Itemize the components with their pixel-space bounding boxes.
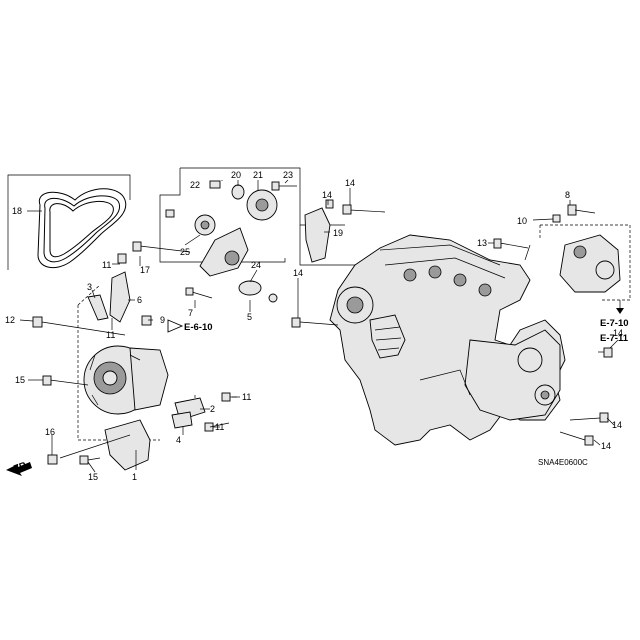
- reference-alternator-wiring[interactable]: E-6-10: [184, 322, 213, 333]
- callout-14a: 14: [322, 190, 332, 200]
- callout-8: 8: [565, 190, 570, 200]
- alternator-lower-bracket[interactable]: [104, 419, 151, 471]
- callout-1: 1: [132, 472, 137, 482]
- callout-25: 25: [180, 247, 190, 257]
- callout-9: 9: [160, 315, 165, 325]
- callout-16: 16: [45, 427, 55, 437]
- reference-starter-1[interactable]: E-7-10: [600, 318, 629, 329]
- callout-10: 10: [517, 216, 527, 226]
- front-direction-label: FR.: [12, 459, 30, 475]
- callout-14d: 14: [613, 328, 623, 338]
- callout-7: 7: [188, 308, 193, 318]
- callout-24: 24: [251, 260, 261, 270]
- callout-17: 17: [140, 265, 150, 275]
- callout-labels: 18 12 15 16 15 1 2 4 3 6 9 11 11 17 11 1…: [5, 170, 623, 482]
- tensioner-damper[interactable]: [238, 280, 262, 296]
- callout-14f: 14: [601, 441, 611, 451]
- callout-6: 6: [137, 295, 142, 305]
- diagram-code: SNA4E0600C: [538, 458, 588, 467]
- callout-22: 22: [190, 180, 200, 190]
- callout-3: 3: [87, 282, 92, 292]
- callout-15a: 15: [15, 375, 25, 385]
- callout-13: 13: [477, 238, 487, 248]
- callout-12: 12: [5, 315, 15, 325]
- callout-23: 23: [283, 170, 293, 180]
- alternator-group: [32, 241, 240, 471]
- callout-14e: 14: [612, 420, 622, 430]
- belt-frame: [7, 174, 131, 270]
- callout-5: 5: [247, 312, 252, 322]
- callout-14b: 14: [345, 178, 355, 188]
- drive-belt-group: [7, 174, 131, 270]
- front-direction-arrow: [6, 462, 32, 476]
- bolt-22[interactable]: [209, 180, 221, 189]
- tensioner-bracket[interactable]: [304, 207, 331, 263]
- leader-lines: [19, 179, 619, 473]
- callout-15b: 15: [88, 472, 98, 482]
- tensioner-group: [159, 167, 386, 303]
- engine-block: [291, 234, 609, 446]
- callout-14c: 14: [293, 268, 303, 278]
- alternator-bracket[interactable]: [109, 271, 131, 323]
- callout-18: 18: [12, 206, 22, 216]
- callout-20: 20: [231, 170, 241, 180]
- callout-11c: 11: [242, 392, 251, 402]
- starter-group: [539, 204, 631, 358]
- callout-11b: 11: [102, 260, 111, 270]
- drive-belt[interactable]: [37, 188, 127, 269]
- callout-11a: 11: [106, 330, 115, 340]
- callout-21: 21: [253, 170, 263, 180]
- reference-starter-2[interactable]: E-7-11: [600, 333, 629, 344]
- callout-11d: 11: [215, 422, 224, 432]
- callout-19: 19: [333, 228, 343, 238]
- washer[interactable]: [231, 184, 245, 200]
- callout-2: 2: [210, 404, 215, 414]
- callout-4: 4: [176, 435, 181, 445]
